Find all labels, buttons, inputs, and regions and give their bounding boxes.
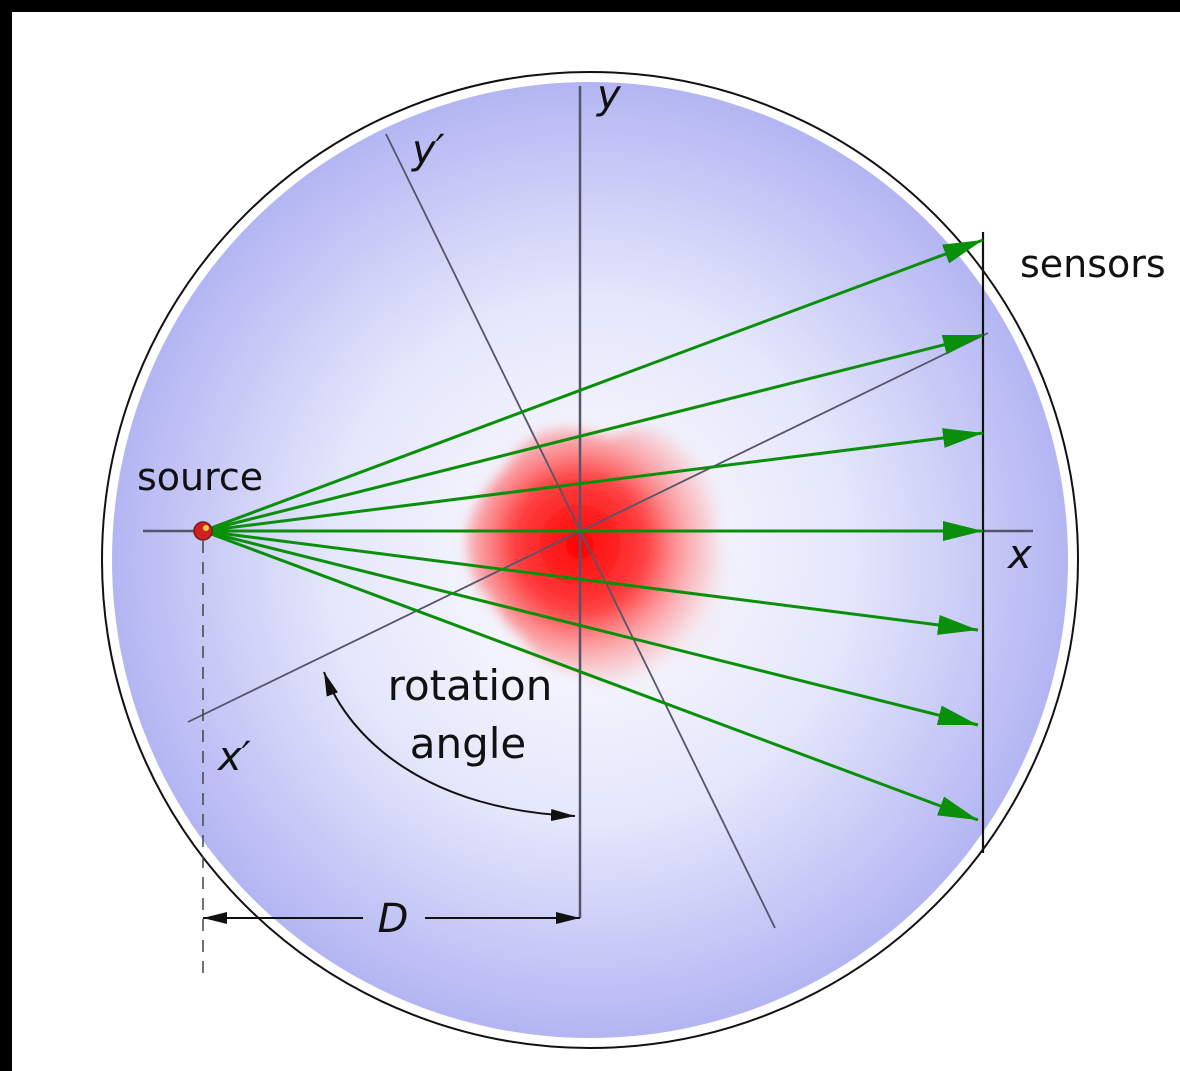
x-axis-label: x <box>1006 532 1032 578</box>
y-axis-label: y <box>596 72 622 118</box>
ray-6 <box>202 529 979 727</box>
rotation-label-line2: angle <box>410 719 527 768</box>
x-prime-axis <box>187 332 989 723</box>
source-label: source <box>137 455 263 499</box>
x-prime-axis-label: x′ <box>216 734 251 780</box>
ray-7 <box>202 529 979 822</box>
distance-label: D <box>378 896 409 942</box>
sensors-label: sensors <box>1020 242 1166 286</box>
source-dot-highlight <box>203 525 209 531</box>
ct-scan-diagram: source sensors x y x′ y′ rotation angle … <box>101 71 1166 1049</box>
ray-group <box>202 238 984 822</box>
y-prime-axis-label: y′ <box>411 127 445 173</box>
diagram-canvas: source sensors x y x′ y′ rotation angle … <box>12 12 1180 1071</box>
ray-5 <box>202 529 979 635</box>
rotation-label-line1: rotation <box>388 661 553 710</box>
ray-1 <box>202 238 984 533</box>
ray-2 <box>202 333 984 533</box>
rotation-angle-arc <box>323 671 576 821</box>
ray-3 <box>202 428 984 533</box>
source-dot <box>193 521 213 541</box>
